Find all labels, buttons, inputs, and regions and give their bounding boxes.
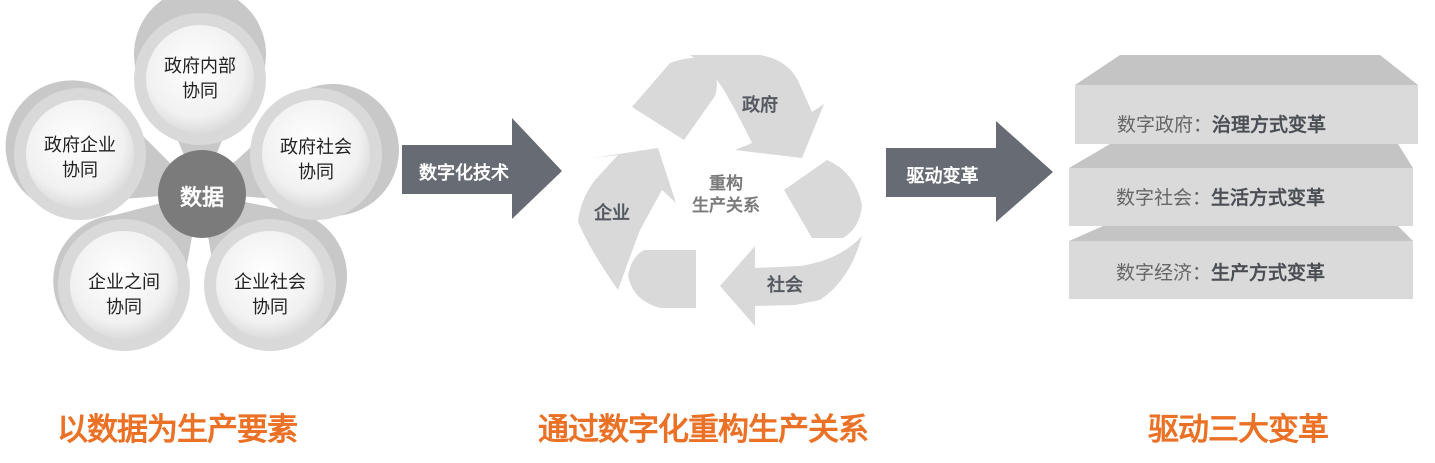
caption-three-transformations: 驱动三大变革 (1148, 412, 1329, 448)
petal-gov-enterprise: 政府企业 协同 (44, 135, 116, 181)
core-label: 数据 (179, 186, 224, 211)
node-society: 社会 (767, 275, 803, 296)
petal-inter-enterprise: 企业之间 协同 (88, 272, 160, 318)
drive-change-label: 驱动变革 (906, 166, 979, 187)
layer-digital-economy: 数字经济：生产方式变革 (1116, 262, 1326, 284)
flower-graphic (5, 0, 399, 351)
digital-tech-label: 数字化技术 (419, 163, 509, 184)
petal-gov-society: 政府社会 协同 (280, 137, 352, 183)
cycle-center-label: 重构 生产关系 (692, 174, 760, 216)
layer-digital-society: 数字社会：生活方式变革 (1116, 187, 1326, 209)
node-enterprise: 企业 (594, 203, 630, 224)
core-circle (158, 150, 246, 238)
node-government: 政府 (742, 95, 778, 116)
petal-gov-internal: 政府内部 协同 (164, 56, 236, 102)
caption-restructure-relations: 通过数字化重构生产关系 (538, 412, 869, 448)
layer-digital-government: 数字政府：治理方式变革 (1117, 114, 1327, 136)
petal-enterprise-society: 企业社会 协同 (234, 272, 306, 318)
caption-data-factor: 以数据为生产要素 (57, 412, 298, 448)
